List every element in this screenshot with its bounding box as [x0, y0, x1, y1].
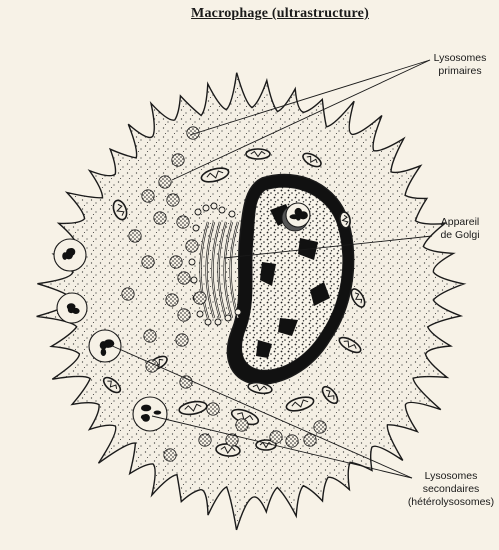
primary-lysosome — [314, 421, 326, 433]
secondary-lysosome-content — [298, 211, 307, 219]
label-golgi-line2: de Golgi — [432, 229, 488, 242]
label-lysosomes-primaires-line2: primaires — [428, 65, 492, 78]
golgi-vesicle — [203, 205, 209, 211]
primary-lysosome — [286, 435, 298, 447]
primary-lysosome — [270, 431, 282, 443]
primary-lysosome — [172, 154, 184, 166]
label-appareil-de-golgi: Appareil de Golgi — [432, 216, 488, 242]
primary-lysosome — [236, 419, 248, 431]
secondary-lysosome-content — [154, 411, 162, 415]
primary-lysosome — [129, 230, 141, 242]
golgi-vesicle — [191, 277, 197, 283]
secondary-lysosome-content — [141, 405, 151, 412]
mitochondrion — [246, 149, 270, 159]
primary-lysosome — [304, 434, 316, 446]
primary-lysosome — [154, 212, 166, 224]
golgi-vesicle — [211, 203, 217, 209]
mitochondrion-membrane — [246, 149, 270, 159]
label-lysosomes-secondaires-line1: Lysosomes — [405, 470, 497, 483]
primary-lysosome — [199, 434, 211, 446]
primary-lysosome — [164, 449, 176, 461]
golgi-vesicle — [215, 319, 221, 325]
label-lysosomes-primaires-line1: Lysosomes — [428, 52, 492, 65]
primary-lysosome — [207, 403, 219, 415]
secondary-lysosome — [54, 239, 86, 271]
primary-lysosome — [166, 294, 178, 306]
secondary-lysosome-content — [68, 306, 75, 313]
golgi-vesicle — [193, 225, 199, 231]
secondary-lysosome — [89, 330, 121, 362]
golgi-vesicle — [229, 211, 235, 217]
primary-lysosome — [178, 309, 190, 321]
golgi-vesicle — [219, 207, 225, 213]
secondary-lysosome-content — [101, 348, 107, 356]
golgi-vesicle — [225, 315, 231, 321]
secondary-lysosome — [286, 203, 310, 227]
primary-lysosome — [170, 256, 182, 268]
primary-lysosome — [142, 256, 154, 268]
primary-lysosome — [144, 330, 156, 342]
golgi-vesicle — [197, 311, 203, 317]
golgi-vesicle — [189, 259, 195, 265]
primary-lysosome — [186, 240, 198, 252]
secondary-lysosome-content — [141, 415, 148, 420]
golgi-vesicle — [195, 209, 201, 215]
primary-lysosome — [180, 376, 192, 388]
secondary-lysosome-membrane — [133, 397, 167, 431]
golgi-vesicle — [235, 309, 241, 315]
primary-lysosome — [159, 176, 171, 188]
secondary-lysosome-content — [62, 252, 67, 260]
secondary-lysosome — [133, 397, 167, 431]
primary-lysosome — [178, 272, 190, 284]
primary-lysosome — [194, 292, 206, 304]
golgi-vesicle — [205, 319, 211, 325]
secondary-lysosome-content — [105, 342, 111, 348]
label-lysosomes-primaires: Lysosomes primaires — [428, 52, 492, 78]
primary-lysosome — [176, 334, 188, 346]
label-golgi-line1: Appareil — [432, 216, 488, 229]
diagram-title: Macrophage (ultrastructure) — [0, 6, 499, 22]
label-lysosomes-secondaires: Lysosomes secondaires (hétérolysosomes) — [405, 470, 497, 509]
primary-lysosome — [167, 194, 179, 206]
primary-lysosome — [177, 216, 189, 228]
primary-lysosome — [142, 190, 154, 202]
secondary-lysosome — [57, 293, 87, 323]
label-lysosomes-secondaires-line3: (hétérolysosomes) — [405, 496, 497, 509]
primary-lysosome — [122, 288, 134, 300]
label-lysosomes-secondaires-line2: secondaires — [405, 483, 497, 496]
